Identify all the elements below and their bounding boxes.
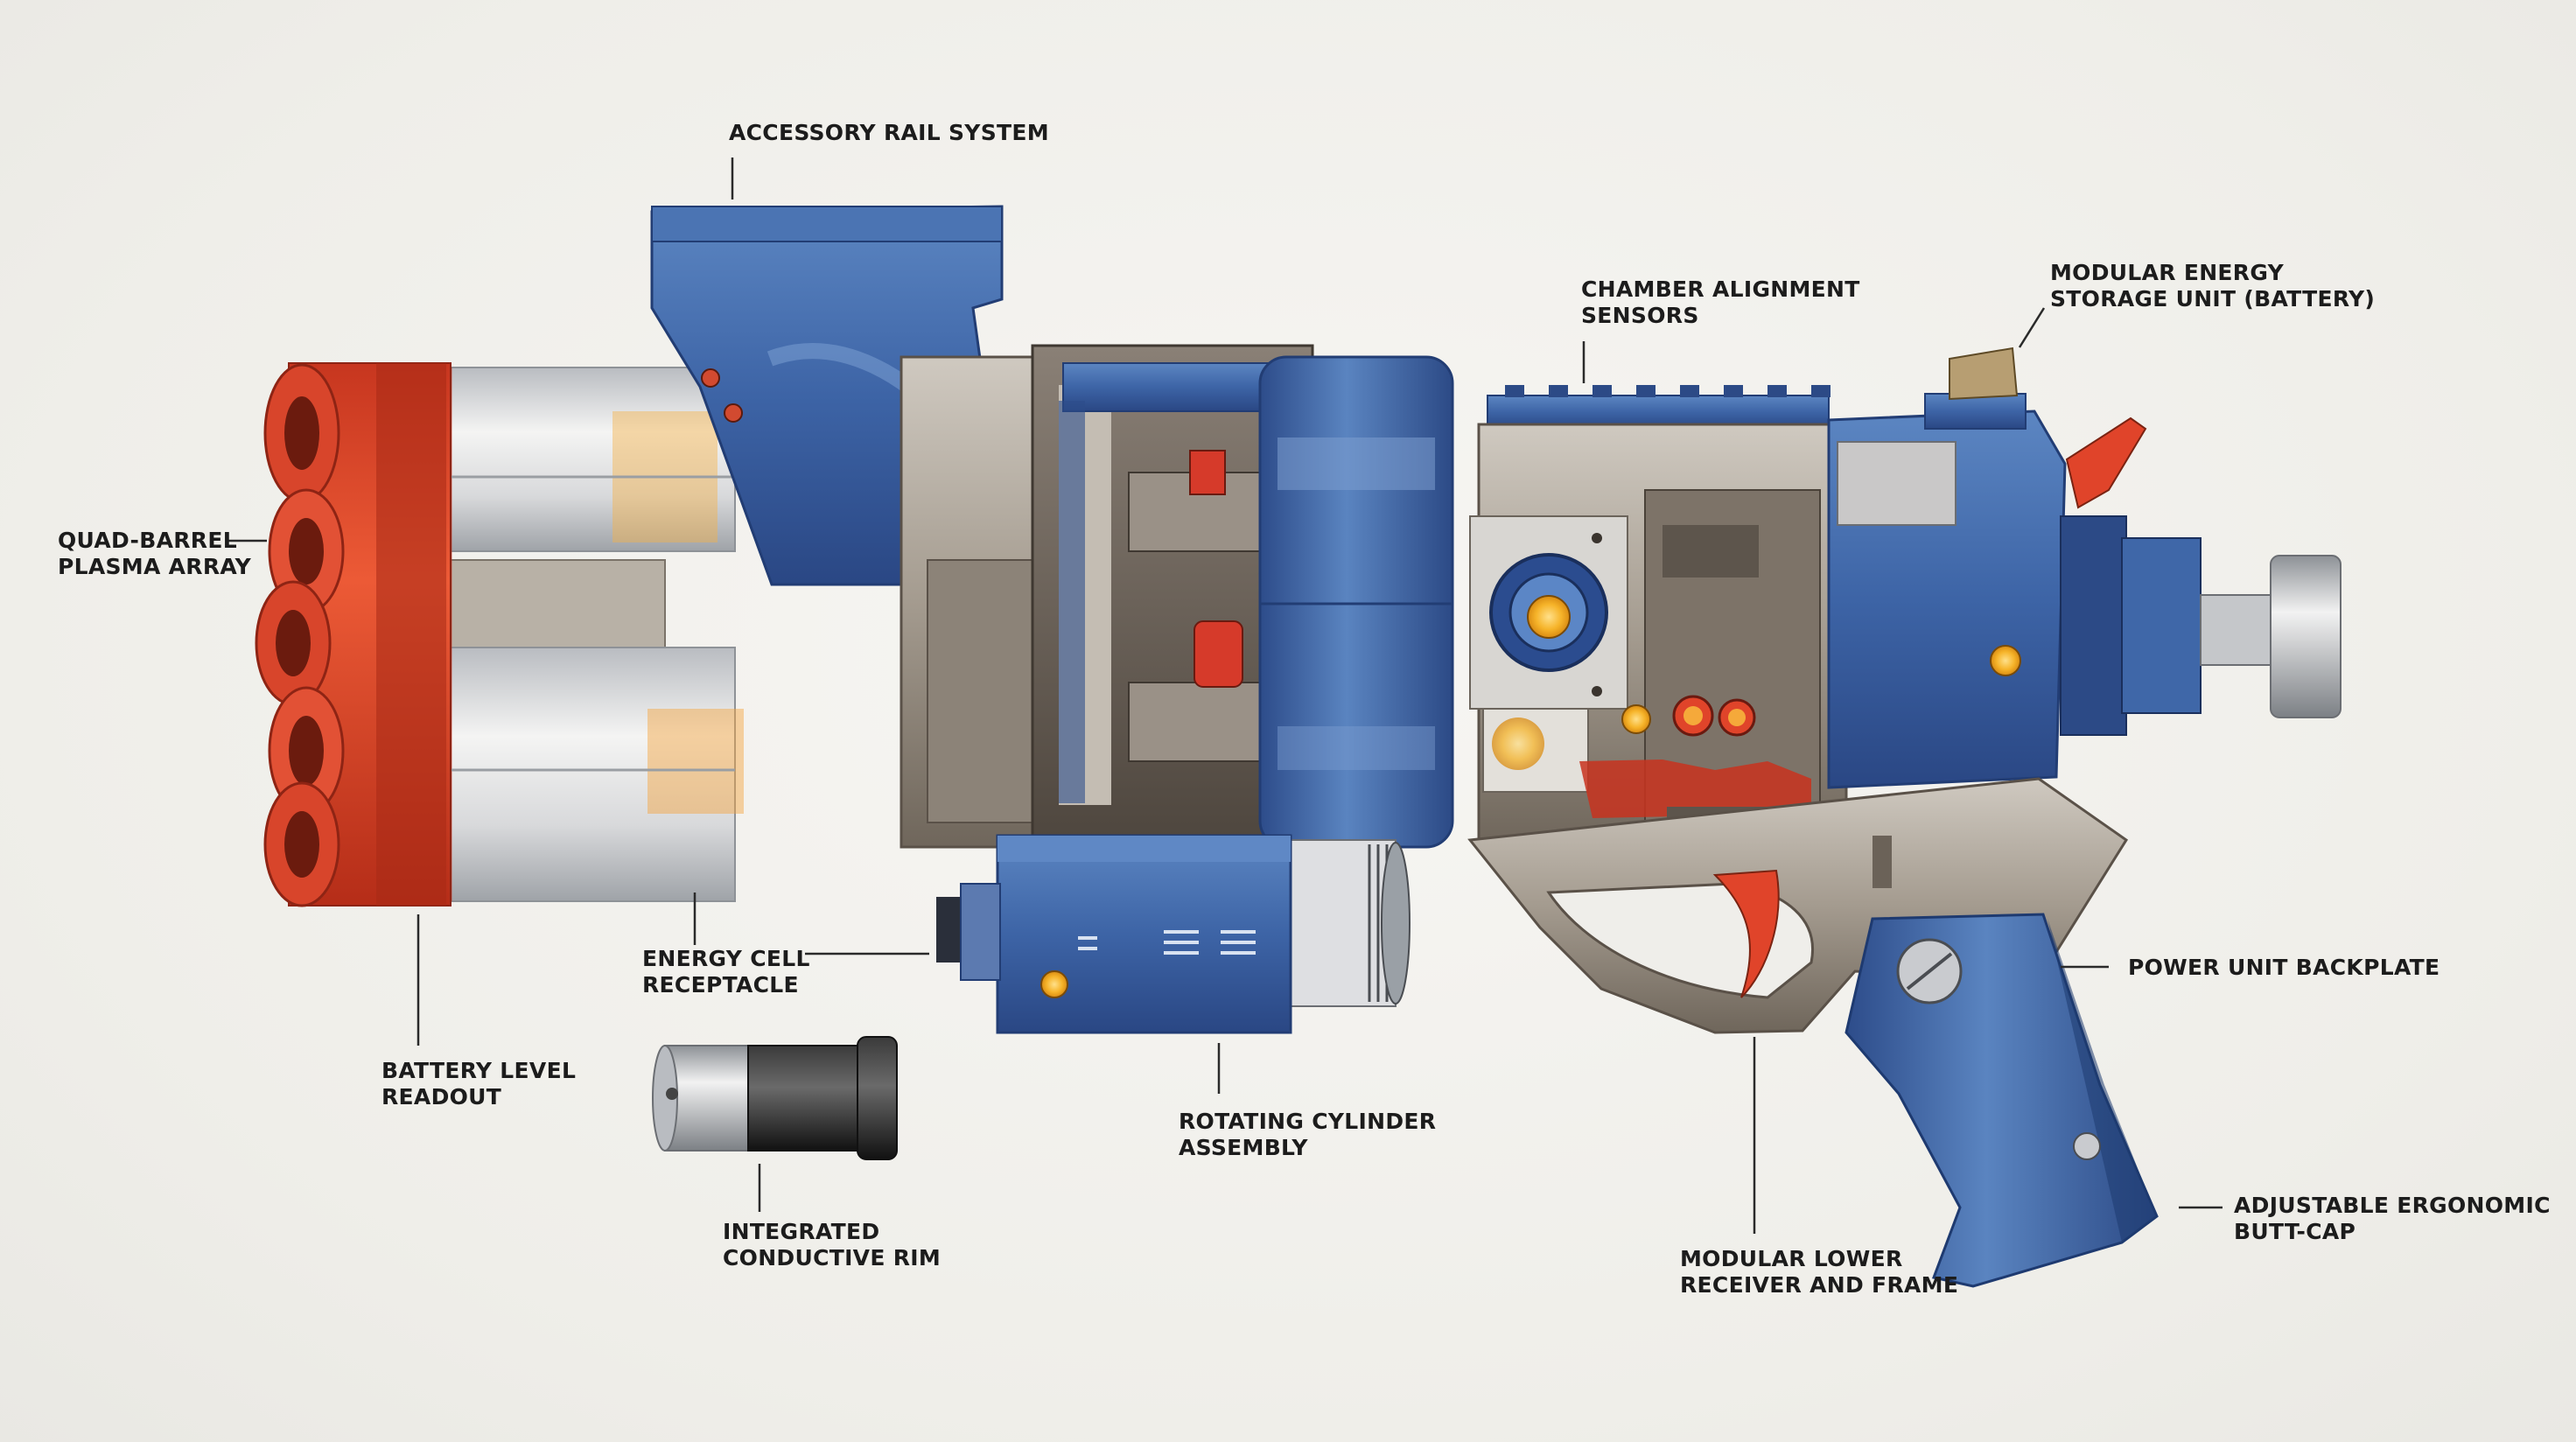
callout-battery-level-readout: BATTERY LEVEL READOUT [382, 1058, 576, 1110]
energy-cartridge [652, 1036, 898, 1160]
callout-line: RECEPTACLE [642, 972, 799, 998]
rotating-cylinder [1258, 355, 1454, 1007]
rear-housing [1827, 346, 2147, 789]
callout-line: BATTERY LEVEL [382, 1058, 577, 1083]
callout-accessory-rail-system: ACCESSORY RAIL SYSTEM [729, 120, 1049, 146]
receiver-core [900, 344, 1314, 849]
callout-quad-barrel-plasma-array: QUAD-BARREL PLASMA ARRAY [58, 528, 251, 580]
energy-cell-housing [936, 834, 1292, 1034]
callout-line: ROTATING CYLINDER [1179, 1109, 1437, 1134]
callout-line: ACCESSORY RAIL SYSTEM [729, 120, 1049, 145]
callout-line: MODULAR LOWER [1680, 1246, 1903, 1271]
power-backplate-cap [2060, 515, 2342, 736]
blue-collar [1059, 362, 1274, 803]
callout-line: SENSORS [1581, 303, 1699, 328]
callout-line: ENERGY CELL [642, 946, 810, 971]
callout-line: ADJUSTABLE ERGONOMIC [2234, 1193, 2551, 1218]
callout-energy-cell-receptacle: ENERGY CELL RECEPTACLE [642, 946, 810, 998]
callout-modular-lower-receiver-and-frame: MODULAR LOWER RECEIVER AND FRAME [1680, 1246, 1958, 1298]
callout-line: CHAMBER ALIGNMENT [1581, 276, 1860, 302]
callout-integrated-conductive-rim: INTEGRATED CONDUCTIVE RIM [723, 1219, 941, 1271]
callout-line: ASSEMBLY [1179, 1135, 1308, 1160]
callout-line: RECEIVER AND FRAME [1680, 1272, 1959, 1298]
callout-modular-energy-storage-unit: MODULAR ENERGY STORAGE UNIT (BATTERY) [2050, 260, 2375, 312]
callout-line: PLASMA ARRAY [58, 554, 252, 579]
callout-rotating-cylinder-assembly: ROTATING CYLINDER ASSEMBLY [1179, 1109, 1436, 1161]
callout-line: MODULAR ENERGY [2050, 260, 2285, 285]
leader-energy-storage [2018, 307, 2046, 348]
callout-line: READOUT [382, 1084, 502, 1110]
callout-line: INTEGRATED [723, 1219, 880, 1244]
barrel-muzzles [255, 362, 452, 907]
callout-line: BUTT-CAP [2234, 1219, 2356, 1244]
upper-receiver [1469, 385, 1848, 846]
callout-adjustable-ergonomic-butt-cap: ADJUSTABLE ERGONOMIC BUTT-CAP [2234, 1193, 2551, 1245]
callout-line: QUAD-BARREL [58, 528, 237, 553]
callout-power-unit-backplate: POWER UNIT BACKPLATE [2128, 955, 2440, 981]
grip [1844, 913, 2159, 1288]
leader-lines [226, 158, 2222, 1234]
callout-chamber-alignment-sensors: CHAMBER ALIGNMENT SENSORS [1581, 276, 1860, 329]
callout-line: STORAGE UNIT (BATTERY) [2050, 286, 2376, 312]
callout-line: CONDUCTIVE RIM [723, 1245, 942, 1270]
callout-line: POWER UNIT BACKPLATE [2128, 955, 2440, 980]
